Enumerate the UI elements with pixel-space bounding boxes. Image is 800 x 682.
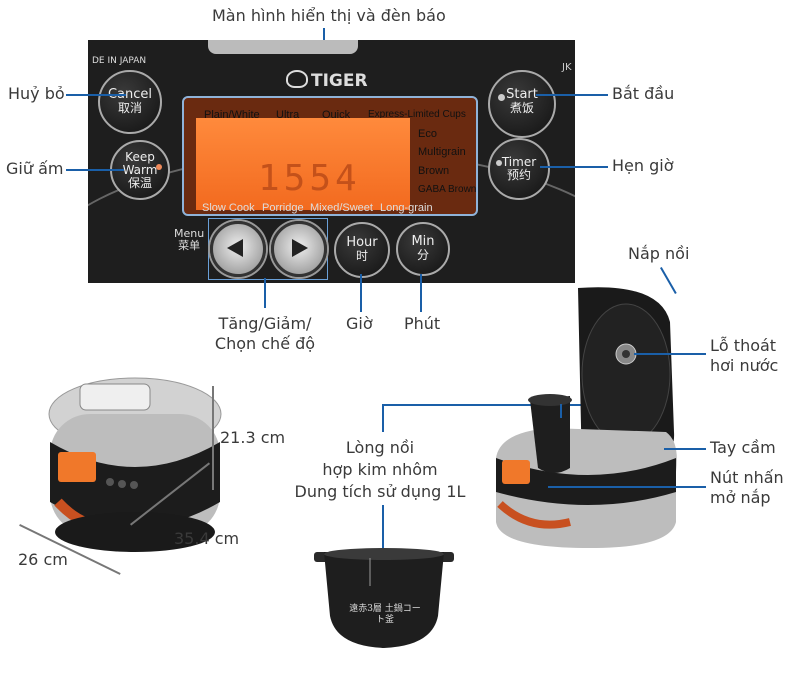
model-text: JK bbox=[562, 62, 572, 73]
handle-label: Tay cầm bbox=[710, 438, 776, 457]
start-en: Start bbox=[506, 87, 538, 102]
pot-line1: Lòng nồi bbox=[345, 438, 415, 457]
panel-handle bbox=[208, 40, 358, 54]
width-label: 26 cm bbox=[18, 550, 68, 569]
lid-label: Nắp nồi bbox=[628, 244, 690, 263]
arrows-line2: Chọn chế độ bbox=[214, 334, 316, 353]
inner-pot-leader bbox=[560, 404, 562, 418]
pot-logo-text: 遠赤3層 土鍋コート釜 bbox=[349, 604, 421, 625]
mode-multigrain: Multigrain bbox=[418, 146, 466, 158]
mode-mixed: Mixed/Sweet bbox=[310, 202, 373, 214]
brand-text: TIGER bbox=[311, 71, 368, 91]
minute-leader bbox=[420, 274, 422, 312]
hour-en: Hour bbox=[346, 235, 378, 250]
triangle-right-icon bbox=[292, 239, 308, 257]
height-dim-line bbox=[212, 386, 214, 490]
keep-warm-leader bbox=[66, 169, 124, 171]
cancel-button[interactable]: Cancel 取消 bbox=[98, 70, 162, 134]
min-cn: 分 bbox=[416, 248, 429, 262]
release-line1: Nút nhấn bbox=[710, 468, 784, 487]
hour-button[interactable]: Hour 时 bbox=[334, 222, 390, 278]
keep-en2: Warm bbox=[122, 163, 158, 177]
hour-label: Giờ bbox=[346, 314, 373, 333]
menu-label: Menu 菜单 bbox=[174, 228, 204, 252]
vent-line2: hơi nước bbox=[710, 356, 779, 375]
timer-label: Hẹn giờ bbox=[612, 156, 674, 175]
left-arrow-button[interactable] bbox=[210, 221, 266, 277]
pot-leader-top-h bbox=[382, 404, 582, 406]
mode-slow-cook: Slow Cook bbox=[202, 202, 255, 214]
start-cn: 煮饭 bbox=[509, 101, 534, 115]
arrows-line1: Tăng/Giảm/ bbox=[218, 314, 312, 333]
minute-label: Phút bbox=[404, 314, 441, 333]
brand-logo: TIGER bbox=[286, 70, 368, 91]
pot-leader-top bbox=[382, 404, 384, 432]
right-arrow-button[interactable] bbox=[271, 221, 327, 277]
keep-warm-button[interactable]: Keep Warm 保温 bbox=[110, 140, 170, 200]
keep-warm-label: Giữ ấm bbox=[6, 159, 64, 178]
release-label: Nút nhấn mở nắp bbox=[710, 468, 784, 508]
menu-cn: 菜单 bbox=[178, 239, 201, 252]
hour-leader bbox=[360, 274, 362, 312]
timer-cn: 预约 bbox=[506, 168, 531, 182]
arrows-label: Tăng/Giảm/ Chọn chế độ bbox=[206, 314, 324, 354]
vent-line1: Lỗ thoát bbox=[710, 336, 777, 355]
control-panel: DE IN JAPAN TIGER JK Cancel 取消 Keep Warm… bbox=[88, 40, 575, 283]
start-leader bbox=[536, 94, 608, 96]
open-cooker bbox=[496, 287, 677, 548]
inner-pot bbox=[314, 548, 454, 648]
mode-express: Express-Limited Cups bbox=[368, 109, 466, 120]
release-line2: mở nắp bbox=[710, 488, 771, 507]
vent-label: Lỗ thoát hơi nước bbox=[710, 336, 778, 376]
cancel-leader bbox=[66, 94, 126, 96]
height-label: 21.3 cm bbox=[220, 428, 286, 447]
pot-leader-bottom bbox=[382, 505, 384, 551]
vent-leader bbox=[634, 353, 706, 355]
display-label: Màn hình hiển thị và đèn báo bbox=[212, 6, 446, 25]
tiger-icon bbox=[286, 70, 308, 88]
keep-warm-led-icon bbox=[156, 164, 162, 170]
timer-en: Timer bbox=[501, 155, 537, 169]
made-in-text: DE IN JAPAN bbox=[92, 56, 147, 66]
pot-line2: hợp kim nhôm bbox=[322, 460, 438, 479]
cancel-label: Huỷ bỏ bbox=[8, 84, 65, 103]
cancel-cn: 取消 bbox=[117, 101, 142, 115]
lcd-screen: 1554 bbox=[196, 118, 410, 210]
timer-leader bbox=[540, 166, 608, 168]
min-button[interactable]: Min 分 bbox=[396, 222, 450, 276]
pot-line3: Dung tích sử dụng 1L bbox=[294, 482, 466, 501]
keep-cn: 保温 bbox=[127, 176, 152, 190]
arrows-leader bbox=[264, 278, 266, 308]
start-button[interactable]: Start 煮饭 bbox=[488, 70, 556, 138]
mode-eco: Eco bbox=[418, 128, 437, 140]
handle-leader bbox=[664, 448, 706, 450]
lcd-display: Plain/White Ultra Quick Express-Limited … bbox=[182, 96, 478, 216]
hour-cn: 时 bbox=[355, 249, 368, 263]
timer-button[interactable]: Timer 预约 bbox=[488, 138, 550, 200]
start-led-icon bbox=[498, 94, 505, 101]
release-leader bbox=[548, 486, 706, 488]
start-label: Bắt đầu bbox=[612, 84, 675, 103]
cancel-en: Cancel bbox=[107, 87, 153, 102]
timer-led-icon bbox=[496, 160, 502, 166]
min-en: Min bbox=[411, 234, 435, 249]
depth-label: 35.4 cm bbox=[174, 529, 240, 548]
closed-cooker bbox=[48, 377, 222, 552]
mode-gaba: GABA Brown bbox=[418, 184, 477, 195]
keep-en1: Keep bbox=[125, 150, 155, 164]
triangle-left-icon bbox=[227, 239, 243, 257]
mode-brown: Brown bbox=[418, 165, 450, 177]
mode-porridge: Porridge bbox=[262, 202, 304, 214]
arrow-group bbox=[208, 218, 328, 280]
pot-label: Lòng nồi hợp kim nhôm Dung tích sử dụng … bbox=[280, 437, 480, 503]
lcd-digits: 1554 bbox=[258, 158, 361, 199]
menu-en: Menu bbox=[174, 227, 205, 240]
mode-long-grain: Long-grain bbox=[380, 202, 433, 214]
